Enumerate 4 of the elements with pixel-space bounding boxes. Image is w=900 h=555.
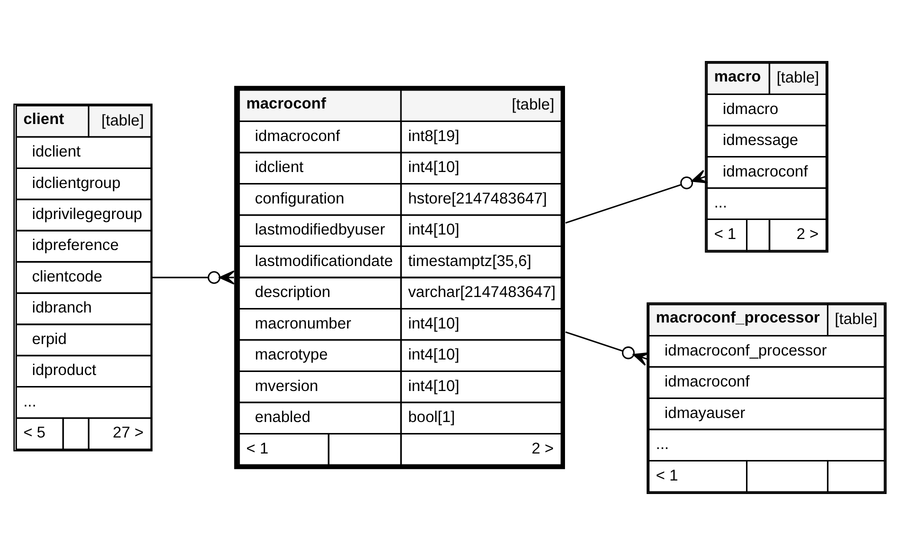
connector bbox=[565, 331, 650, 366]
node-box: macroconf [table] idmacroconf int8[19] idclient int4[10] configuration hstore[2147483647] lastmodifiedbyuser int4[10] lastmodificationdate timestamptz[35,6] description varchar[2147483647] macronumber int4[10] macrotype int4[10] mversion int4[10] enabled bool[1] < 1 2 > bbox=[234, 86, 565, 470]
connector bbox=[152, 270, 235, 285]
connector bbox=[565, 170, 708, 224]
